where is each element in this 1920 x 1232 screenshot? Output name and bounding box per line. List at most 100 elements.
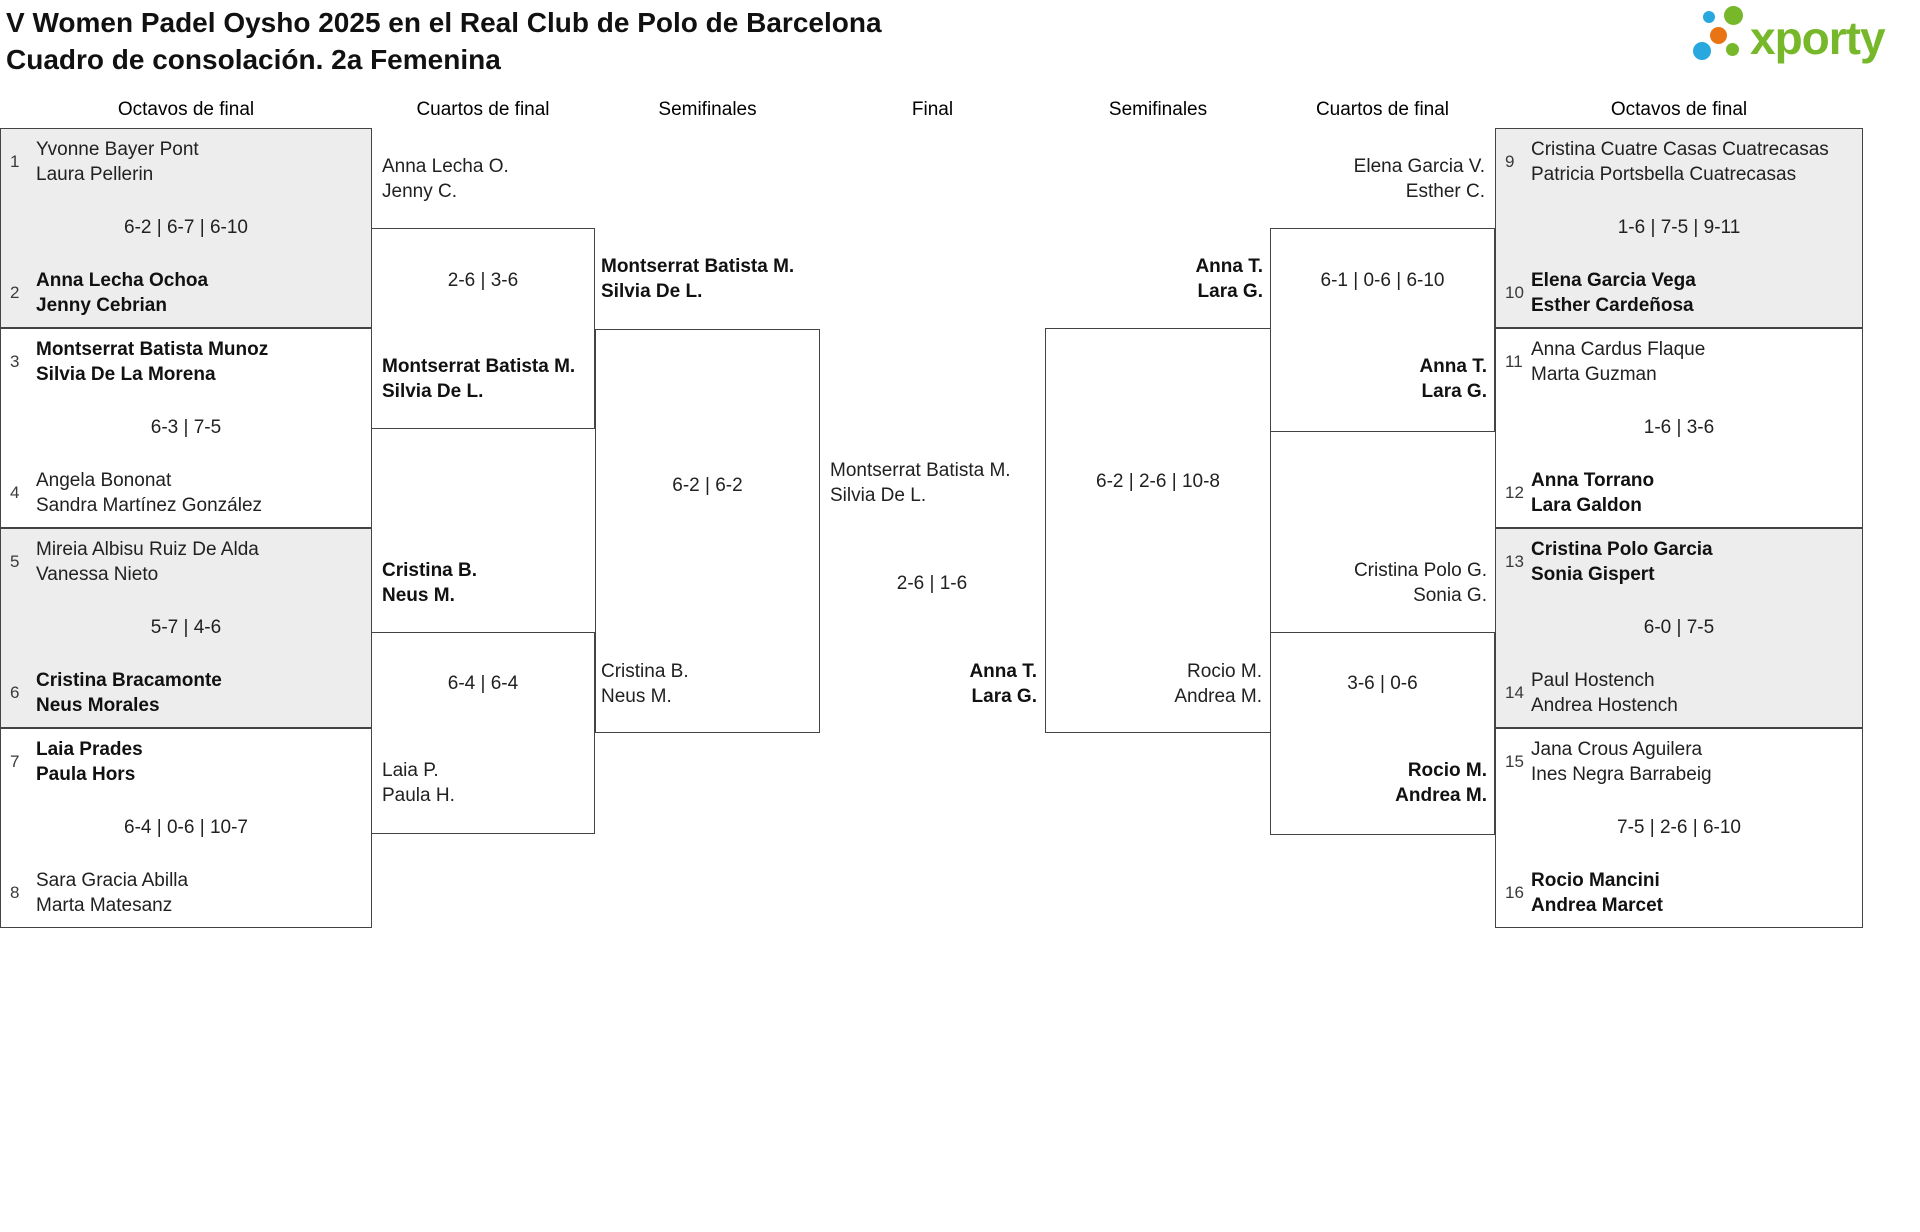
- player-name: Anna T.: [1419, 356, 1487, 377]
- player-name: Yvonne Bayer Pont: [36, 139, 199, 160]
- player-name: Silvia De L.: [830, 485, 927, 506]
- player-name: Anna Lecha Ochoa: [36, 270, 209, 291]
- match-score: 6-2 | 6-2: [672, 475, 743, 496]
- player-name: Montserrat Batista M.: [382, 356, 576, 377]
- player-name: Andrea Hostench: [1531, 695, 1678, 716]
- logo-dot-icon: [1724, 6, 1743, 25]
- player-name: Lara G.: [1421, 381, 1487, 402]
- player-name: Montserrat Batista M.: [601, 256, 795, 277]
- match-score: 6-3 | 7-5: [150, 417, 222, 438]
- match-score: 3-6 | 0-6: [1347, 673, 1418, 694]
- match-score: 7-5 | 2-6 | 6-10: [1617, 817, 1741, 838]
- player-name: Silvia De L.: [382, 381, 484, 402]
- player-name: Andrea Marcet: [1531, 895, 1663, 916]
- seed-number: 16: [1505, 883, 1524, 902]
- match-score: 6-2 | 2-6 | 10-8: [1096, 471, 1220, 492]
- logo-wordmark: xporty: [1750, 12, 1886, 64]
- match-box-qf-left-1: [371, 228, 595, 429]
- player-name: Anna T.: [969, 661, 1037, 682]
- round-header-cuartos-right: Cuartos de final: [1315, 99, 1450, 120]
- match-score: 1-6 | 7-5 | 9-11: [1617, 217, 1741, 238]
- match-score: 6-0 | 7-5: [1643, 617, 1715, 638]
- team-label-winner: Montserrat Batista M. Silvia De L.: [382, 354, 575, 404]
- player-name: Jenny Cebrian: [36, 295, 167, 316]
- seed-number: 3: [10, 352, 20, 371]
- seed-number: 8: [10, 883, 20, 902]
- team-label: Cristina Polo G. Sonia G.: [1270, 558, 1487, 608]
- player-name: Rocio Mancini: [1531, 870, 1660, 891]
- seed-number: 11: [1505, 352, 1523, 371]
- bracket-subtitle: Cuadro de consolación. 2a Femenina: [6, 44, 501, 75]
- player-name: Mireia Albisu Ruiz De Alda: [36, 539, 259, 560]
- round-header-cuartos-left: Cuartos de final: [416, 99, 550, 120]
- player-name: Silvia De La Morena: [36, 364, 216, 385]
- player-name: Esther C.: [1405, 181, 1485, 202]
- seed-number: 2: [10, 283, 20, 302]
- seed-number: 12: [1505, 483, 1524, 502]
- round-header-octavos-right: Octavos de final: [1610, 99, 1748, 120]
- team-label-winner: Rocio M. Andrea M.: [1270, 758, 1487, 808]
- team-label: Anna Lecha O. Jenny C.: [382, 154, 509, 204]
- player-name: Marta Matesanz: [36, 895, 173, 916]
- team-label: Laia P. Paula H.: [382, 758, 455, 808]
- player-name: Cristina Polo Garcia: [1531, 539, 1713, 560]
- seed-number: 7: [10, 752, 20, 771]
- seed-number: 5: [10, 552, 20, 571]
- seed-number: 6: [10, 683, 20, 702]
- team-label-winner: Anna T. Lara G.: [1045, 254, 1263, 304]
- match-box-qf-right-2: [1270, 632, 1495, 835]
- match-score: 5-7 | 4-6: [150, 617, 222, 638]
- player-name: Cristina Cuatre Casas Cuatrecasas: [1531, 139, 1829, 160]
- player-name: Elena Garcia V.: [1353, 156, 1485, 177]
- xporty-logo[interactable]: xporty: [1690, 6, 1916, 78]
- player-name: Rocio M.: [1407, 760, 1487, 781]
- match-box-sf-left: [595, 329, 820, 733]
- team-label-winner: Anna T. Lara G.: [1270, 354, 1487, 404]
- player-name: Sara Gracia Abilla: [36, 870, 189, 891]
- player-name: Paula H.: [382, 785, 455, 806]
- player-name: Marta Guzman: [1531, 364, 1657, 385]
- team-label-winner: Anna T. Lara G.: [820, 659, 1037, 709]
- seed-number: 9: [1505, 152, 1515, 171]
- player-name: Cristina B.: [601, 661, 689, 682]
- round-header-final: Final: [911, 99, 954, 120]
- logo-dot-icon: [1693, 42, 1711, 60]
- logo-dot-icon: [1726, 43, 1739, 56]
- player-name: Montserrat Batista M.: [830, 460, 1011, 481]
- player-name: Laia Prades: [36, 739, 143, 760]
- player-name: Ines Negra Barrabeig: [1531, 764, 1712, 785]
- player-name: Elena Garcia Vega: [1531, 270, 1696, 291]
- player-name: Anna Torrano: [1531, 470, 1655, 491]
- seed-number: 4: [10, 483, 20, 502]
- player-name: Cristina Polo G.: [1353, 560, 1487, 581]
- player-name: Andrea M.: [1174, 686, 1262, 707]
- player-name: Sonia Gispert: [1531, 564, 1655, 585]
- match-score: 6-1 | 0-6 | 6-10: [1320, 270, 1445, 291]
- player-name: Andrea M.: [1395, 785, 1487, 806]
